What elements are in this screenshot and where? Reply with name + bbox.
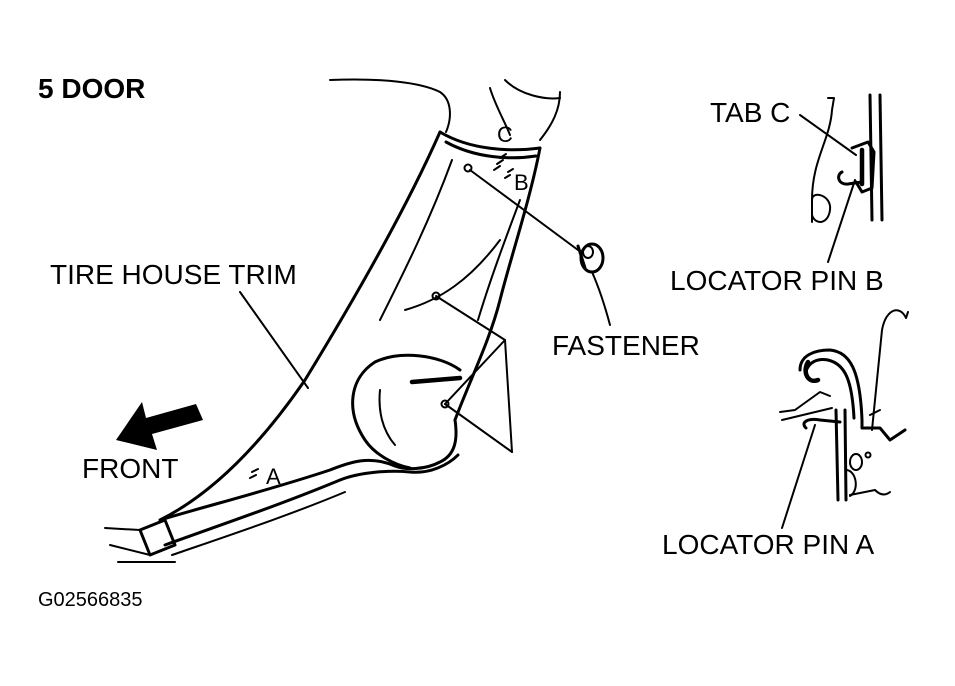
point-c-label: C	[497, 122, 513, 147]
point-a-label: A	[266, 464, 281, 489]
fastener-label: FASTENER	[552, 330, 700, 361]
clip-c-mark	[493, 153, 507, 171]
tire-house-trim-label: TIRE HOUSE TRIM	[50, 259, 297, 290]
detail-locator-pin-a	[779, 309, 909, 502]
tire-house-trim-leader	[239, 291, 309, 389]
detail-locator-pin-b	[811, 93, 884, 223]
locator-pin-a-label: LOCATOR PIN A	[662, 529, 874, 560]
front-label: FRONT	[82, 453, 178, 484]
fastener-hole	[463, 163, 473, 173]
tab-c-label: TAB C	[710, 97, 790, 128]
locator-pin-b-label: LOCATOR PIN B	[670, 265, 884, 296]
point-b-label: B	[514, 170, 529, 195]
fastener-hole	[440, 399, 450, 409]
locator-pin-b-leader	[827, 179, 856, 263]
fastener-leader	[591, 271, 611, 326]
fastener-icon	[435, 169, 605, 453]
locator-a-mark	[249, 468, 259, 479]
tire-house-trim-panel	[104, 78, 561, 563]
locator-b-mark	[504, 168, 514, 179]
fastener-hole	[431, 291, 441, 301]
front-arrow-icon	[116, 402, 203, 450]
figure-id: G02566835	[38, 589, 143, 611]
tab-c-leader	[799, 114, 857, 156]
diagram-heading: 5 DOOR	[38, 73, 145, 104]
locator-pin-a-leader	[781, 424, 816, 529]
